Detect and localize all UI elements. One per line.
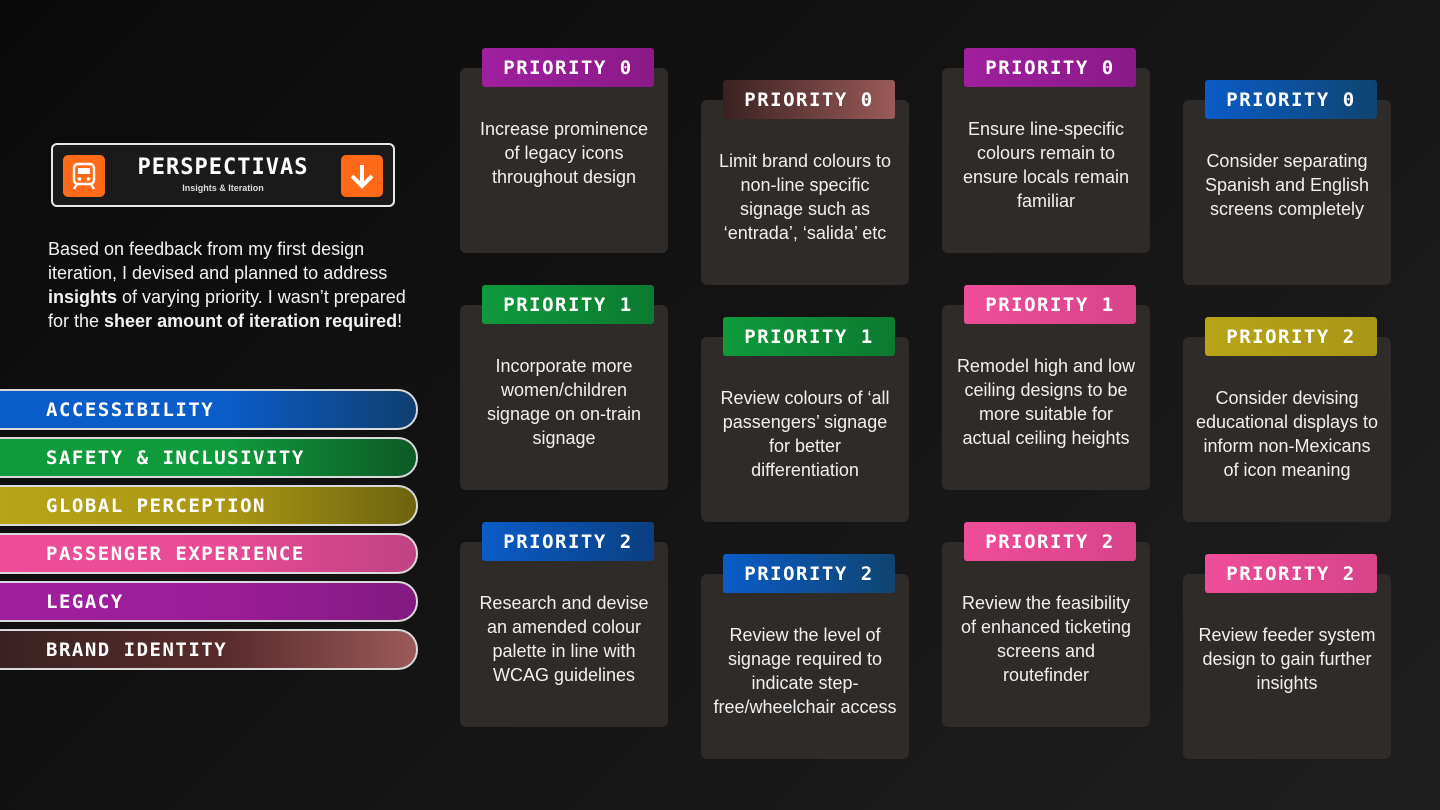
priority-badge: PRIORITY 1 [723, 317, 895, 356]
priority-badge: PRIORITY 2 [1205, 554, 1377, 593]
priority-badge: PRIORITY 2 [964, 522, 1136, 561]
arrow-down-icon [341, 155, 383, 197]
intro-paragraph: Based on feedback from my first design i… [48, 239, 406, 331]
insight-card: Review feeder system design to gain furt… [1183, 574, 1391, 759]
category-passenger-experience: PASSENGER EXPERIENCE [0, 533, 418, 574]
category-global-perception: GLOBAL PERCEPTION [0, 485, 418, 526]
logo-title: PERSPECTIVAS [137, 155, 309, 180]
logo-subtitle: Insights & Iteration [182, 183, 264, 193]
priority-badge: PRIORITY 0 [723, 80, 895, 119]
category-safety-inclusivity: SAFETY & INCLUSIVITY [0, 437, 418, 478]
insight-card: Consider separating Spanish and English … [1183, 100, 1391, 285]
insight-card: Ensure line-specific colours remain to e… [942, 68, 1150, 253]
priority-badge: PRIORITY 2 [482, 522, 654, 561]
insight-card: Remodel high and low ceiling designs to … [942, 305, 1150, 490]
insight-card: Research and devise an amended colour pa… [460, 542, 668, 727]
category-legacy: LEGACY [0, 581, 418, 622]
category-brand-identity: BRAND IDENTITY [0, 629, 418, 670]
metro-train-icon [63, 155, 105, 197]
insight-card: Limit brand colours to non-line specific… [701, 100, 909, 285]
logo-banner: PERSPECTIVAS Insights & Iteration [51, 143, 395, 207]
priority-badge: PRIORITY 0 [964, 48, 1136, 87]
category-accessibility: ACCESSIBILITY [0, 389, 418, 430]
priority-badge: PRIORITY 1 [482, 285, 654, 324]
priority-badge: PRIORITY 0 [1205, 80, 1377, 119]
priority-badge: PRIORITY 2 [723, 554, 895, 593]
insight-card: Review the feasibility of enhanced ticke… [942, 542, 1150, 727]
priority-badge: PRIORITY 0 [482, 48, 654, 87]
priority-badge: PRIORITY 1 [964, 285, 1136, 324]
insight-card: Incorporate more women/children signage … [460, 305, 668, 490]
insight-card: Review colours of ‘all passengers’ signa… [701, 337, 909, 522]
insight-card: Review the level of signage required to … [701, 574, 909, 759]
insight-card: Increase prominence of legacy icons thro… [460, 68, 668, 253]
priority-badge: PRIORITY 2 [1205, 317, 1377, 356]
insight-card: Consider devising educational displays t… [1183, 337, 1391, 522]
